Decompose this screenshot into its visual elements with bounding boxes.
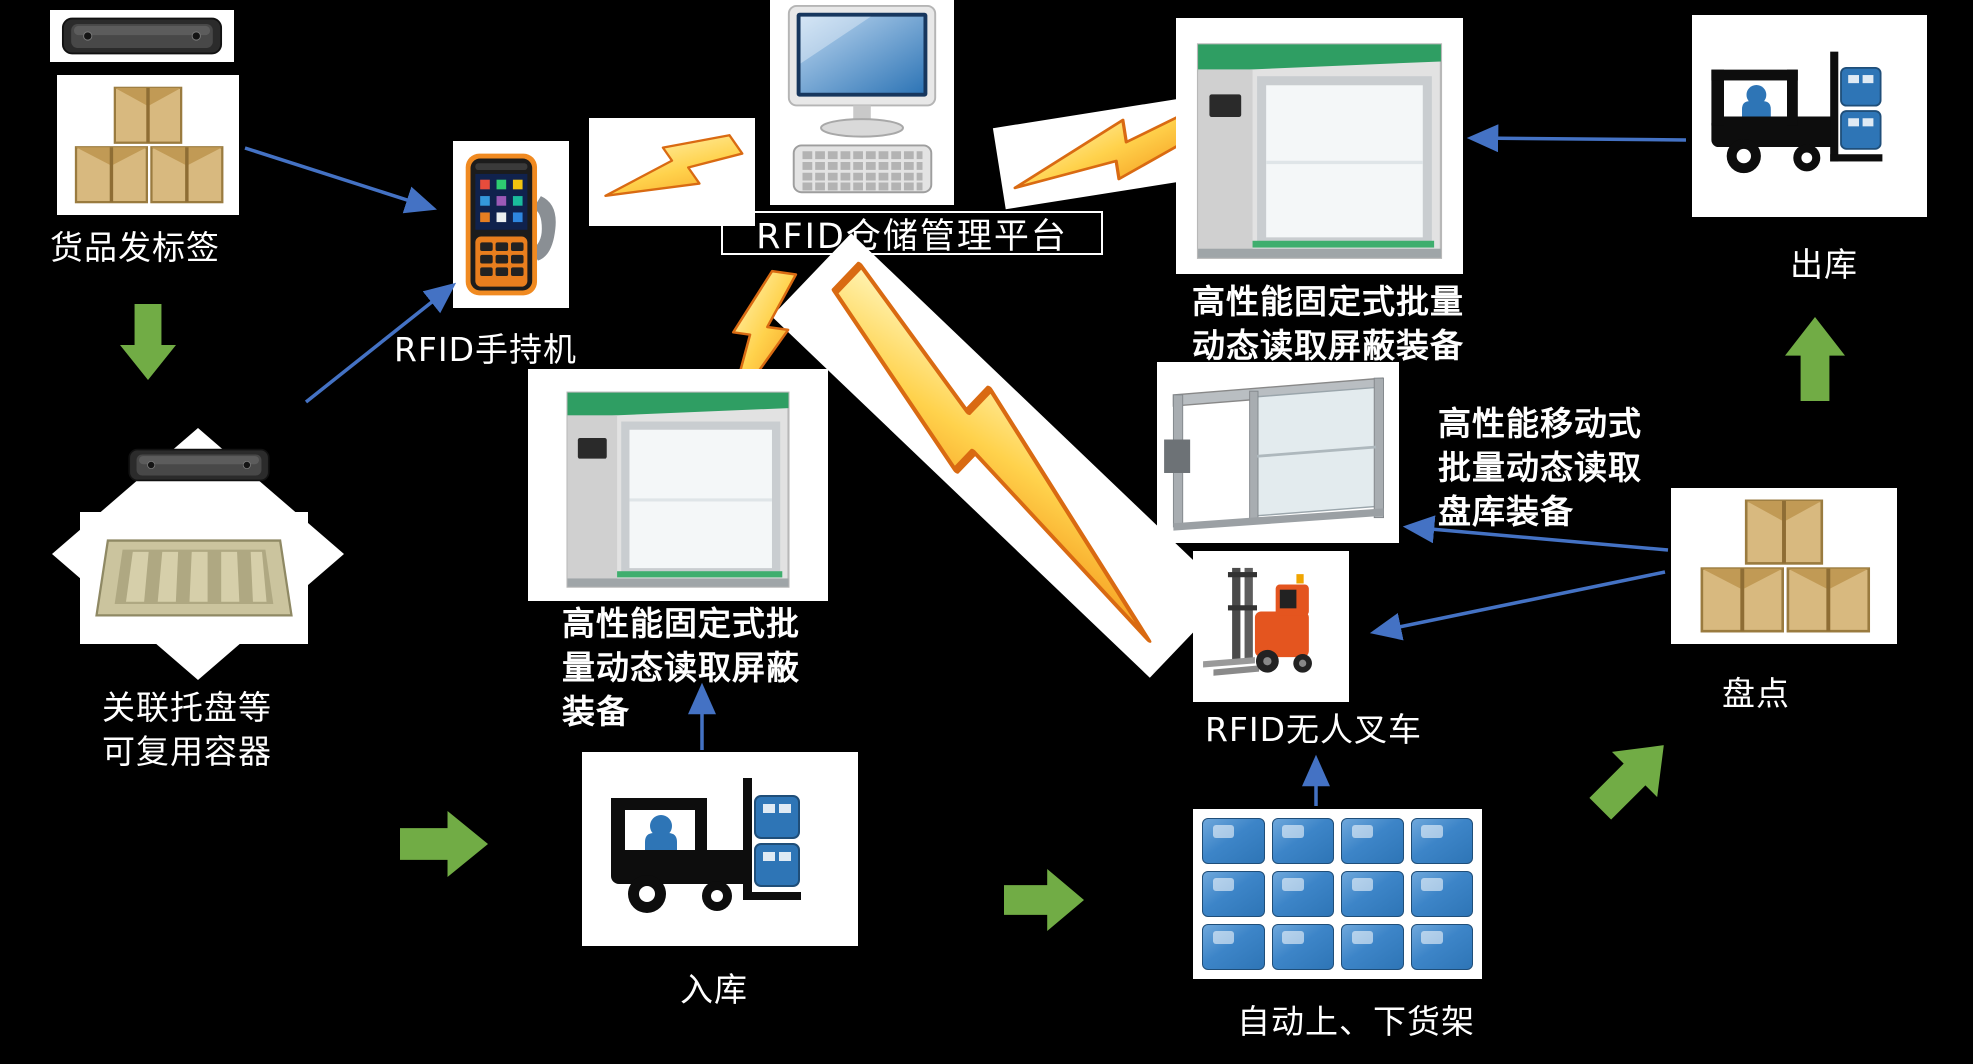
platform-title-box: RFID仓储管理平台	[721, 211, 1103, 257]
pallet-tray-image	[92, 520, 296, 632]
connector-outbound-to-gate	[1466, 124, 1687, 153]
fixed-reader-gate-center-image	[528, 369, 828, 601]
label-fixed-center-line3: 装备	[562, 692, 630, 731]
label-mobile-line1: 高性能移动式	[1438, 404, 1642, 443]
stocktake-boxes-image	[1671, 488, 1897, 644]
rack-cell	[1202, 818, 1265, 864]
rack-cell	[1341, 871, 1404, 917]
shelf-racks-image	[1193, 809, 1482, 979]
pallet-rfid-tag-image	[126, 444, 272, 498]
label-fixed-center-line2: 量动态读取屏蔽	[562, 648, 800, 687]
label-stocktake: 盘点	[1722, 674, 1790, 713]
label-pallet-line1: 关联托盘等	[102, 688, 272, 727]
rack-cell	[1202, 924, 1265, 970]
rfid-tag-icon	[56, 13, 228, 59]
green-flow-arrow-inbound-to-shelving	[1004, 869, 1084, 931]
rfid-tag-icon	[126, 444, 272, 486]
label-agv-forklift: RFID无人叉车	[1205, 710, 1423, 749]
label-fixed-center-line1: 高性能固定式批	[562, 604, 800, 643]
agv-forklift-icon	[1203, 567, 1312, 676]
label-goods-tag: 货品发标签	[50, 228, 220, 267]
forklift-icon	[1697, 31, 1922, 201]
mobile-reader-icon	[1164, 376, 1384, 531]
outbound-forklift-image	[1692, 15, 1927, 217]
reader-gate-icon	[534, 374, 822, 596]
reader-gate-icon	[1182, 24, 1457, 268]
forklift-icon	[595, 762, 845, 937]
connector-tag-to-handheld	[244, 146, 437, 214]
lightning-bolt-icon	[795, 256, 1206, 654]
rfid-handheld-image	[453, 141, 569, 308]
label-platform: RFID仓储管理平台	[756, 216, 1068, 257]
label-fixed-right-line2: 动态读取屏蔽装备	[1192, 326, 1464, 365]
rack-cell	[1341, 924, 1404, 970]
rack-cell	[1271, 871, 1334, 917]
wireless-link-handheld-to-platform	[589, 118, 755, 226]
green-flow-arrow-tag-to-pallet	[120, 304, 176, 380]
rfid-handheld-icon	[465, 153, 556, 296]
label-handheld: RFID手持机	[394, 330, 578, 369]
carton-boxes-icon	[1691, 493, 1877, 639]
inbound-forklift-image	[582, 752, 858, 946]
connector-stocktake-to-agv	[1369, 570, 1666, 641]
rack-cell	[1410, 871, 1473, 917]
label-outbound: 出库	[1790, 245, 1858, 284]
fixed-reader-gate-right-image	[1176, 18, 1463, 274]
label-fixed-right-line1: 高性能固定式批量	[1192, 282, 1464, 321]
goods-boxes-image	[57, 75, 239, 215]
rack-cell	[1271, 818, 1334, 864]
label-inbound: 入库	[680, 970, 748, 1009]
green-flow-arrow-pallet-to-inbound	[400, 811, 488, 877]
label-mobile-line2: 批量动态读取	[1438, 448, 1642, 487]
pallet-tray-icon	[95, 539, 293, 617]
agv-forklift-image	[1193, 551, 1349, 702]
label-pallet-line2: 可复用容器	[102, 732, 272, 771]
green-flow-arrow-shelving-to-stocktake	[1578, 723, 1687, 832]
rack-cell	[1271, 924, 1334, 970]
desktop-computer-icon	[787, 4, 936, 193]
label-shelving: 自动上、下货架	[1237, 1002, 1475, 1041]
rack-cell	[1410, 924, 1473, 970]
rack-cell	[1202, 871, 1265, 917]
management-computer-image	[770, 0, 954, 205]
rack-cell	[1341, 818, 1404, 864]
rfid-tag-image	[50, 10, 234, 62]
carton-boxes-icon	[67, 81, 229, 209]
rack-cell	[1410, 818, 1473, 864]
label-mobile-line3: 盘库装备	[1438, 492, 1574, 531]
green-flow-arrow-stocktake-to-outbound	[1785, 317, 1845, 401]
mobile-reader-image	[1157, 362, 1399, 543]
shelf-racks-icon	[1193, 809, 1482, 979]
